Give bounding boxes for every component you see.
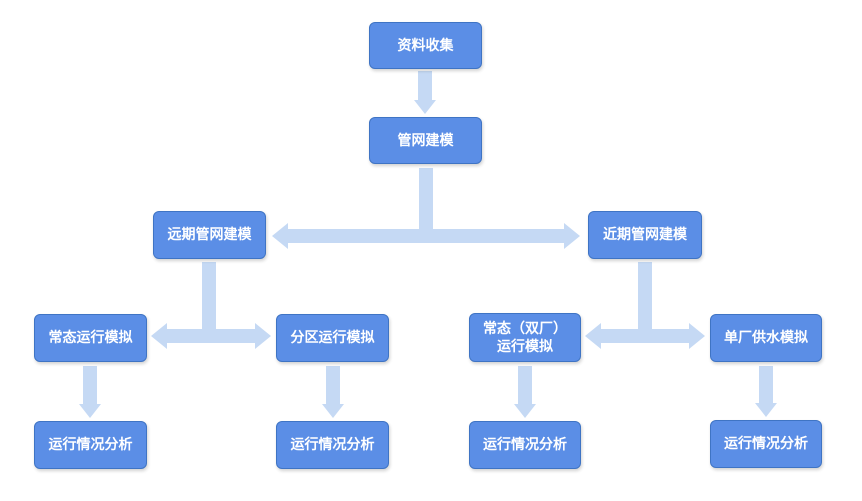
node-long-term-modeling: 远期管网建模	[153, 211, 266, 259]
connector-long-term-stem	[202, 262, 216, 336]
node-operation-analysis-1: 运行情况分析	[34, 421, 147, 469]
node-operation-analysis-3: 运行情况分析	[469, 421, 581, 469]
arrow-normal-to-analysis	[79, 366, 101, 418]
node-operation-analysis-4: 运行情况分析	[710, 420, 822, 468]
arrow-long-term-split	[151, 323, 271, 349]
node-single-plant-supply-simulation: 单厂供水模拟	[710, 314, 822, 362]
arrow-near-term-split	[585, 323, 705, 349]
arrow-network-split	[272, 223, 580, 249]
arrow-zone-to-analysis	[322, 366, 344, 418]
arrow-dual-to-analysis	[514, 366, 536, 418]
node-dual-plant-operation-simulation: 常态（双厂） 运行模拟	[469, 313, 581, 362]
node-zone-operation-simulation: 分区运行模拟	[276, 314, 389, 362]
node-near-term-modeling: 近期管网建模	[588, 211, 702, 259]
node-data-collection: 资料收集	[369, 22, 482, 69]
node-operation-analysis-2: 运行情况分析	[276, 421, 389, 469]
connector-network-stem	[419, 168, 433, 236]
connector-near-term-stem	[638, 262, 652, 336]
arrow-collect-to-network	[414, 71, 436, 114]
arrow-single-to-analysis	[755, 366, 777, 417]
node-normal-operation-simulation: 常态运行模拟	[34, 314, 147, 362]
node-network-modeling: 管网建模	[369, 117, 482, 164]
